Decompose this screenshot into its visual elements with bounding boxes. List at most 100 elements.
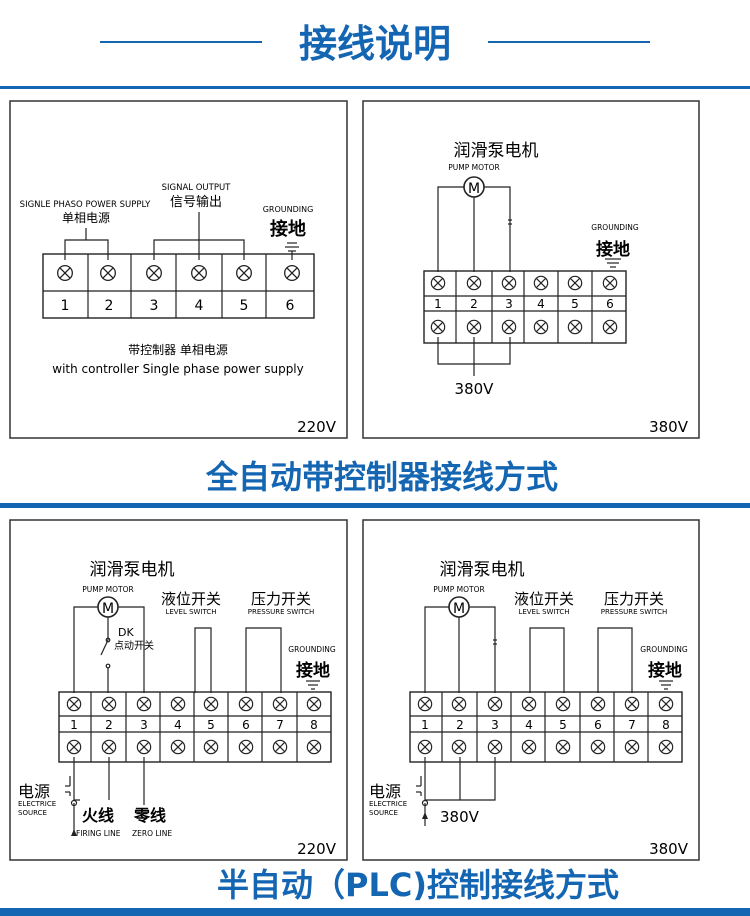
terminal-number: 3 — [505, 297, 513, 311]
terminal-number: 4 — [195, 298, 204, 314]
terminal-1 — [57, 265, 73, 281]
grounding-cn-label: 接地 — [648, 660, 682, 681]
level-switch-en: LEVEL SWITCH — [165, 608, 216, 616]
terminal-number: 5 — [240, 298, 249, 314]
terminal-number: 4 — [174, 718, 182, 732]
wires — [437, 186, 621, 272]
section1-title: 全自动带控制器接线方式 — [205, 458, 558, 496]
terminal-number: 6 — [606, 297, 614, 311]
supply-voltage-label: 380V — [455, 380, 495, 398]
terminal-number: 1 — [61, 298, 70, 314]
zero-line-cn: 零线 — [133, 806, 166, 825]
terminal-dividers — [87, 254, 267, 318]
terminal-number: 5 — [559, 718, 567, 732]
panel-plc-220v: 润滑泵电机 PUMP MOTOR M 液位开关 LEVEL SWITCH 压力开… — [9, 519, 348, 861]
motor-en-label: PUMP MOTOR — [448, 163, 499, 172]
grounding-en-label: GROUNDING — [591, 223, 639, 232]
grounding-en-label: GROUNDING — [640, 645, 688, 654]
terminal-block — [409, 691, 683, 763]
motor-cn-label: 润滑泵电机 — [90, 560, 175, 580]
header-band — [0, 86, 750, 89]
footer-band — [0, 908, 750, 916]
panel-controller-220v: SIGNLE PHASO POWER SUPPLY 单相电源 SIGNAL OU… — [9, 100, 348, 439]
terminal-4 — [191, 265, 207, 281]
motor-en-label: PUMP MOTOR — [82, 585, 133, 594]
wires — [64, 212, 299, 260]
voltage-label: 220V — [297, 418, 337, 436]
fire-line-en: FIRING LINE — [76, 829, 121, 838]
terminal-1-top — [430, 275, 446, 291]
pressure-switch-cn: 压力开关 — [604, 590, 664, 608]
terminal-number: 3 — [150, 298, 159, 314]
source-cn-label: 电源 — [18, 782, 50, 801]
voltage-label: 380V — [649, 418, 689, 436]
zero-line-en: ZERO LINE — [132, 829, 172, 838]
motor-en-label: PUMP MOTOR — [433, 585, 484, 594]
source-en-label-1: ELECTRICE — [369, 800, 407, 808]
terminal-5-top — [567, 275, 583, 291]
source-en-label-1: ELECTRICE — [18, 800, 56, 808]
terminal-number: 3 — [491, 718, 499, 732]
panel-frame — [9, 100, 348, 439]
grounding-en-label: GROUNDING — [263, 205, 314, 214]
dk-cn-label: 点动开关 — [114, 639, 154, 652]
terminal-5 — [236, 265, 252, 281]
terminal-6-top — [602, 275, 618, 291]
terminal-1-bottom — [430, 319, 446, 335]
signal-en-label: SIGNAL OUTPUT — [162, 183, 232, 193]
section2-title: 半自动（PLC)控制接线方式 — [217, 866, 619, 904]
terminal-number: 2 — [470, 297, 478, 311]
voltage-label: 380V — [649, 840, 689, 858]
terminal-number: 8 — [310, 718, 318, 732]
terminal-3-top — [501, 275, 517, 291]
voltage-label: 220V — [297, 840, 337, 858]
terminal-number: 3 — [140, 718, 148, 732]
terminal-number: 5 — [571, 297, 579, 311]
motor-cn-label: 润滑泵电机 — [454, 141, 539, 161]
terminal-number: 4 — [525, 718, 533, 732]
terminal-number: 2 — [456, 718, 464, 732]
level-switch-en: LEVEL SWITCH — [518, 608, 569, 616]
panel-plc-380v: 润滑泵电机 PUMP MOTOR M 液位开关 LEVEL SWITCH 压力开… — [362, 519, 700, 861]
pressure-switch-en: PRESSURE SWITCH — [248, 608, 314, 616]
supply-en-label: SIGNLE PHASO POWER SUPPLY — [20, 200, 151, 210]
terminal-number: 2 — [105, 298, 114, 314]
fire-line-cn: 火线 — [82, 806, 114, 825]
terminal-number: 4 — [537, 297, 545, 311]
terminal-numbers: 1 2 3 4 5 6 7 8 — [70, 718, 318, 732]
terminal-number: 6 — [594, 718, 602, 732]
page-header: 接线说明 — [100, 22, 650, 66]
grounding-cn-label: 接地 — [596, 239, 630, 260]
wires — [424, 606, 673, 693]
signal-cn-label: 信号输出 — [170, 194, 222, 210]
caption-cn: 带控制器 单相电源 — [128, 343, 228, 357]
terminal-4-bottom — [533, 319, 549, 335]
pressure-switch-cn: 压力开关 — [251, 590, 311, 608]
caption-en: with controller Single phase power suppl… — [52, 362, 304, 376]
section-band — [0, 503, 750, 508]
terminal-4-top — [533, 275, 549, 291]
terminal-numbers: 1 2 3 4 5 6 — [61, 298, 295, 314]
wires — [73, 606, 320, 693]
terminal-6-bottom — [602, 319, 618, 335]
terminal-2-bottom — [466, 319, 482, 335]
dk-label: DK — [118, 626, 134, 639]
terminal-number: 1 — [70, 718, 78, 732]
motor-symbol-letter: M — [453, 601, 465, 617]
terminal-block — [423, 270, 627, 344]
terminal-block — [58, 691, 332, 763]
grounding-cn-label: 接地 — [270, 218, 306, 240]
terminal-number: 7 — [628, 718, 636, 732]
supply-cn-label: 单相电源 — [62, 211, 110, 225]
grounding-en-label: GROUNDING — [288, 645, 336, 654]
terminal-3 — [146, 265, 162, 281]
terminal-number: 1 — [434, 297, 442, 311]
source-cn-label: 电源 — [369, 782, 401, 801]
source-en-label-2: SOURCE — [18, 809, 47, 817]
level-switch-cn: 液位开关 — [514, 590, 574, 608]
terminal-number: 5 — [207, 718, 215, 732]
terminal-number: 1 — [421, 718, 429, 732]
terminal-number: 8 — [662, 718, 670, 732]
terminal-number: 6 — [286, 298, 295, 314]
